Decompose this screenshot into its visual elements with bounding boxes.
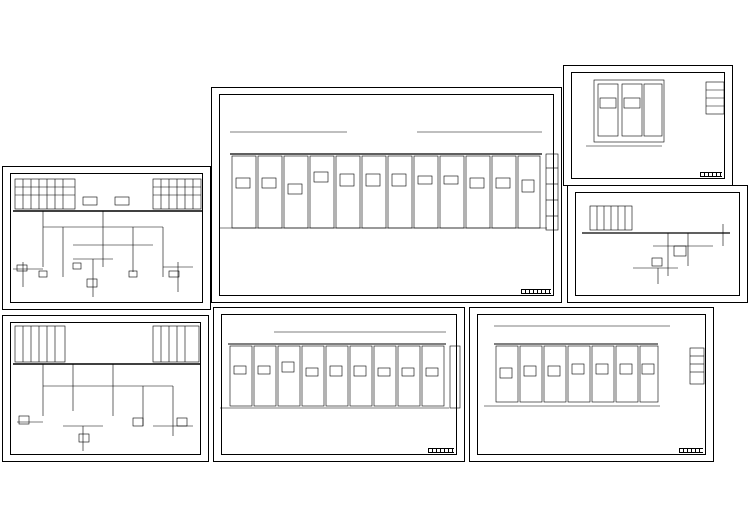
- legend-table: [449, 345, 461, 409]
- feeder-group-right: [152, 178, 202, 210]
- panel-devices: [233, 361, 439, 377]
- switchgear-elevation-2: [220, 331, 461, 409]
- panel-row: [229, 345, 445, 407]
- transformer-box-1: [82, 196, 98, 206]
- drawing-sheet-elevation-2: [213, 307, 465, 462]
- switchgear-elevation-small: [586, 79, 725, 147]
- drawing-sheet-elevation-small: [563, 65, 733, 186]
- single-line-diagram-3: [582, 205, 730, 284]
- drawing-sheet-single-line-2: [2, 315, 209, 462]
- panel-row: [495, 345, 659, 403]
- legend-table: [689, 347, 705, 385]
- single-line-diagram-2: [13, 325, 201, 451]
- panel-devices: [235, 171, 535, 195]
- panel-row: [231, 155, 541, 229]
- panel-devices: [499, 363, 655, 379]
- drawing-sheet-single-line-3: [567, 185, 748, 303]
- switchgear-elevation-3: [484, 325, 705, 407]
- title-block: [700, 172, 722, 177]
- legend-table: [545, 153, 559, 231]
- transformer-box-2: [114, 196, 130, 206]
- distribution-branches: [13, 211, 193, 297]
- drawing-sheet-elevation-3: [469, 307, 714, 462]
- feeder-group-left: [14, 178, 76, 210]
- drawing-sheet-single-line-1: [2, 166, 211, 310]
- switchgear-elevation-1: [220, 131, 559, 231]
- title-block: [679, 448, 703, 453]
- title-block: [521, 289, 551, 294]
- single-line-diagram-1: [13, 178, 203, 297]
- drawing-sheet-elevation-1: [211, 87, 562, 303]
- title-block: [428, 448, 454, 453]
- small-panel-lineup: [593, 79, 665, 143]
